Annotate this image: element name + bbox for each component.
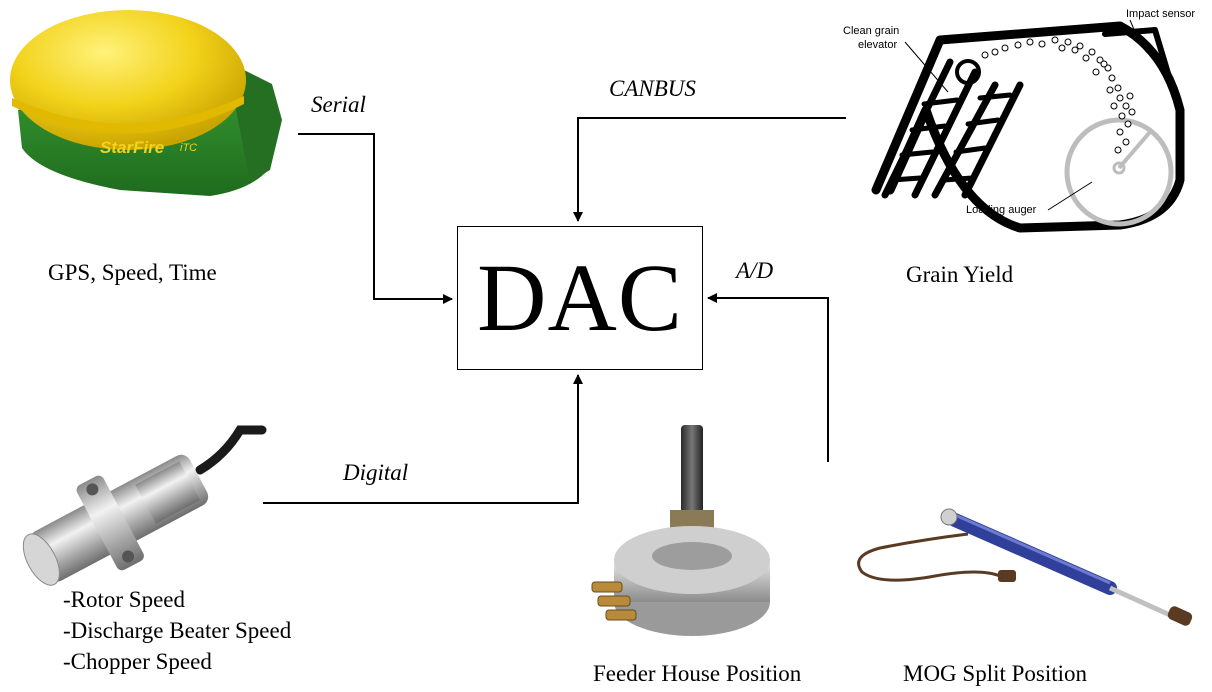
- gps-model-text: iTC: [180, 142, 197, 154]
- serial-connector: [298, 133, 453, 304]
- dac-box: DAC: [457, 226, 703, 370]
- gps-caption: GPS, Speed, Time: [48, 260, 217, 285]
- digital-label: Digital: [343, 460, 409, 485]
- ad-connector: [707, 293, 829, 462]
- canbus-label: CANBUS: [609, 76, 696, 101]
- chopper-speed-item: -Chopper Speed: [63, 649, 212, 674]
- digital-connector: [263, 374, 583, 504]
- dac-title: DAC: [477, 244, 683, 351]
- canbus-connector: [573, 117, 846, 222]
- discharge-beater-speed-item: -Discharge Beater Speed: [63, 618, 292, 643]
- impact-sensor-label: Impact sensor: [1126, 8, 1195, 20]
- gps-brand-text: StarFire: [100, 138, 164, 157]
- rotor-speed-item: -Rotor Speed: [63, 587, 186, 612]
- elevator-label-line2: elevator: [858, 39, 897, 51]
- auger-label: Loading auger: [966, 204, 1037, 216]
- mog-split-caption: MOG Split Position: [903, 661, 1088, 686]
- feeder-house-caption: Feeder House Position: [593, 661, 802, 686]
- elevator-label-line1: Clean grain: [843, 25, 899, 37]
- serial-label: Serial: [311, 92, 366, 117]
- speed-sensor-list: -Rotor Speed -Discharge Beater Speed -Ch…: [63, 584, 291, 677]
- grain-yield-caption: Grain Yield: [906, 262, 1014, 287]
- ad-label: A/D: [736, 258, 774, 283]
